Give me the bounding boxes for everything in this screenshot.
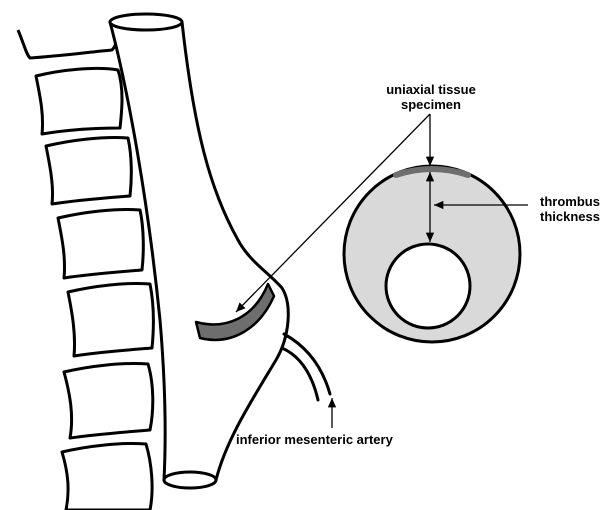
- aorta-bottom-opening: [164, 472, 216, 488]
- vertebra-1: [36, 68, 122, 134]
- vertebra-2: [46, 137, 131, 204]
- specimen-label-line-1: uniaxial tissue: [362, 82, 500, 97]
- inferior-mesenteric-artery: [282, 334, 330, 400]
- thrombus-thickness-label-line-2: thickness: [540, 209, 600, 224]
- vertebra-3: [58, 209, 143, 278]
- vertebra-top-partial: [18, 22, 117, 58]
- vertebra-4: [68, 283, 153, 356]
- vertebra-6-partial: [62, 443, 152, 510]
- specimen-label-line-2: specimen: [362, 97, 500, 112]
- aorta-top-opening: [110, 14, 182, 30]
- lumen: [386, 244, 470, 328]
- inferior-mesenteric-artery-label: inferior mesenteric artery: [236, 432, 393, 447]
- thrombus-thickness-label: thrombus thickness: [540, 194, 600, 224]
- specimen-label: uniaxial tissue specimen: [362, 82, 500, 112]
- cross-section: [344, 166, 520, 342]
- vertebra-5: [64, 363, 153, 438]
- thrombus-thickness-label-line-1: thrombus: [540, 194, 600, 209]
